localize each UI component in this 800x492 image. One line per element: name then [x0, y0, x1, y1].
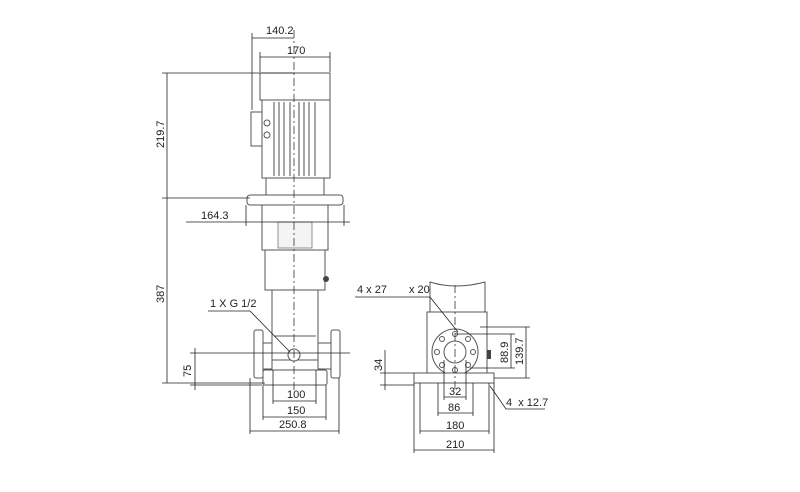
base-plate: [413, 372, 495, 384]
callout-drain: 1 X G 1/2: [210, 298, 256, 310]
dim-32: 32: [449, 386, 461, 398]
flange-bolt-holes: [434, 331, 476, 373]
callout-flange-holes: 4 x 27: [357, 284, 387, 296]
front-dimension-lines: [162, 33, 350, 434]
dim-210: 210: [446, 439, 464, 451]
dim-foot-outer: 150: [287, 405, 305, 417]
dim-bolt-circle-inner: 88.9: [499, 342, 511, 363]
dim-bolt-circle-outer: 139.7: [514, 337, 526, 365]
outlet-flange: [330, 329, 341, 379]
dim-foot-inner: 100: [287, 389, 305, 401]
side-view: [413, 281, 495, 390]
motor-body: [261, 99, 331, 179]
dim-180: 180: [446, 420, 464, 432]
vent-plug-icon: [323, 276, 329, 282]
dim-motor-height: 219.7: [155, 120, 167, 148]
callout-flange-holes-2: x 20: [409, 284, 430, 296]
dim-motor-width: 170: [287, 45, 305, 57]
inlet-flange: [253, 329, 264, 379]
dim-base-height: 34: [373, 359, 385, 371]
motor-flange: [246, 194, 344, 206]
motor-stool: [265, 177, 325, 196]
dim-port-to-port: 250.8: [279, 419, 307, 431]
motor-fan-cover: [259, 72, 331, 101]
plug-icon: [487, 350, 491, 359]
side-dimension-lines: [355, 296, 545, 453]
dim-pump-height: 387: [155, 285, 167, 303]
cable-gland-icon: [263, 119, 271, 127]
dim-inlet-height: 75: [182, 365, 194, 377]
dim-86: 86: [448, 402, 460, 414]
terminal-box: [250, 111, 263, 147]
dim-flange-width: 164.3: [201, 210, 229, 222]
cable-gland-icon: [263, 131, 271, 139]
motor-cooling-fins: [273, 102, 316, 176]
callout-base-holes: 4 x 12.7: [506, 397, 548, 409]
pump-head: [264, 249, 326, 291]
front-view: [246, 30, 344, 390]
coupling-guard: [277, 221, 313, 249]
pump-base: [262, 369, 328, 386]
dim-motor-offset: 140.2: [266, 25, 294, 37]
